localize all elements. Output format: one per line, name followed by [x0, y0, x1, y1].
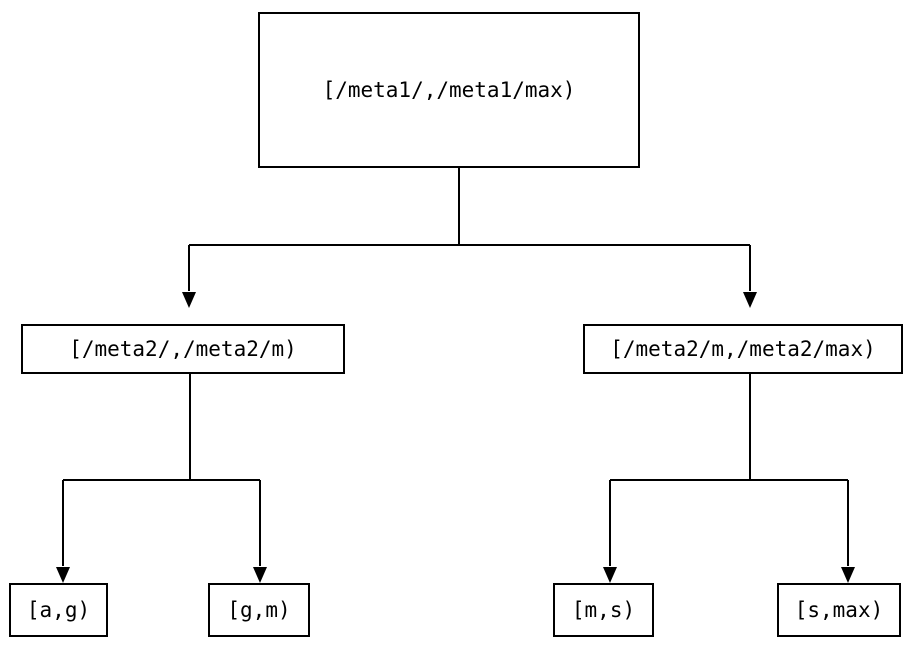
tree-node-mid-right-label: [/meta2/m,/meta2/max) — [610, 336, 876, 361]
tree-node-leaf-ag[interactable]: [a,g) — [9, 583, 108, 637]
tree-node-leaf-smax[interactable]: [s,max) — [777, 583, 901, 637]
arrowhead-icon — [603, 567, 617, 583]
arrowhead-icon — [743, 292, 757, 308]
arrowhead-icon — [182, 292, 196, 308]
tree-node-leaf-gm-label: [g,m) — [227, 597, 291, 622]
tree-node-leaf-ms[interactable]: [m,s) — [553, 583, 654, 637]
arrowhead-icon — [841, 567, 855, 583]
tree-node-mid-right[interactable]: [/meta2/m,/meta2/max) — [583, 324, 903, 374]
arrowhead-icon — [253, 567, 267, 583]
edge-midright-to-leaves — [603, 374, 855, 583]
tree-node-leaf-ag-label: [a,g) — [26, 597, 91, 622]
tree-node-leaf-gm[interactable]: [g,m) — [208, 583, 310, 637]
tree-node-leaf-ms-label: [m,s) — [571, 597, 636, 622]
tree-node-mid-left-label: [/meta2/,/meta2/m) — [69, 336, 297, 361]
edge-root-to-level1 — [182, 168, 757, 308]
tree-node-root[interactable]: [/meta1/,/meta1/max) — [258, 12, 640, 168]
tree-node-mid-left[interactable]: [/meta2/,/meta2/m) — [21, 324, 345, 374]
arrowhead-icon — [56, 567, 70, 583]
tree-node-root-label: [/meta1/,/meta1/max) — [322, 77, 576, 102]
tree-node-leaf-smax-label: [s,max) — [794, 597, 884, 622]
edge-midleft-to-leaves — [56, 374, 267, 583]
